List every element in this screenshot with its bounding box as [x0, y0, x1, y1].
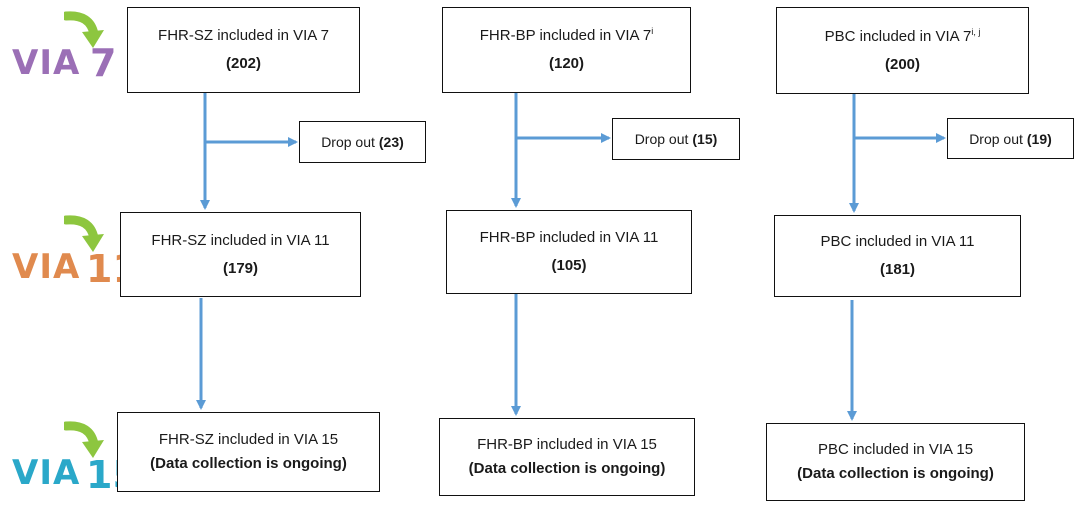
box-pbc-via15: PBC included in VIA 15 (Data collection … — [766, 423, 1025, 501]
box-title: FHR-SZ included in VIA 7 — [158, 27, 329, 44]
dropout-count: (23) — [378, 134, 404, 150]
dropout-label: Drop out — [634, 131, 689, 147]
box-pbc-via11: PBC included in VIA 11 (181) — [774, 215, 1021, 297]
box-fhr-bp-via11: FHR-BP included in VIA 11 (105) — [446, 210, 692, 294]
box-count: (179) — [222, 259, 259, 277]
box-superscript: i, j — [971, 26, 981, 37]
logo-text: VIA — [12, 453, 81, 493]
dropout-box-fhr-bp: Drop out(15) — [612, 118, 740, 160]
box-fhr-bp-via7: FHR-BP included in VIA 7i (120) — [442, 7, 691, 93]
box-pbc-via7: PBC included in VIA 7i, j (200) — [776, 7, 1029, 94]
dropout-box-pbc: Drop out(19) — [947, 118, 1074, 159]
logo-text: VIA — [12, 43, 81, 83]
logo-number: 7 — [90, 41, 117, 85]
box-count: (202) — [225, 55, 262, 72]
box-title: PBC included in VIA 11 — [820, 233, 975, 250]
box-note: (Data collection is ongoing) — [150, 455, 347, 472]
dropout-label: Drop out — [321, 134, 375, 150]
dropout-box-fhr-sz: Drop out(23) — [299, 121, 426, 163]
dropout-count: (15) — [692, 131, 718, 147]
box-title: FHR-BP included in VIA 11 — [479, 229, 659, 246]
via7-logo: VIA 7 — [6, 8, 126, 88]
box-title: FHR-BP included in VIA 15 — [477, 436, 657, 453]
box-fhr-sz-via7: FHR-SZ included in VIA 7 (202) — [127, 7, 360, 93]
curved-arrow-icon — [64, 215, 104, 252]
box-note: (Data collection is ongoing) — [468, 460, 666, 477]
box-count: (200) — [884, 55, 921, 73]
box-fhr-bp-via15: FHR-BP included in VIA 15 (Data collecti… — [439, 418, 695, 496]
box-fhr-sz-via15: FHR-SZ included in VIA 15 (Data collecti… — [117, 412, 380, 492]
dropout-label: Drop out — [969, 130, 1023, 147]
curved-arrow-icon — [64, 421, 104, 458]
logo-text: VIA — [12, 247, 81, 287]
box-title: FHR-SZ included in VIA 15 — [158, 431, 339, 448]
via11-logo: VIA 11 — [6, 212, 139, 292]
box-count: (105) — [551, 257, 587, 274]
box-title: FHR-SZ included in VIA 11 — [151, 231, 330, 249]
box-title: FHR-BP included in VIA 7 — [479, 27, 652, 44]
box-count: (120) — [548, 55, 585, 72]
box-fhr-sz-via11: FHR-SZ included in VIA 11 (179) — [120, 212, 361, 297]
dropout-count: (19) — [1026, 130, 1052, 147]
box-title: PBC included in VIA 7 — [824, 27, 972, 45]
via15-logo: VIA 15 — [6, 418, 139, 498]
box-count: (181) — [879, 261, 916, 278]
box-title: PBC included in VIA 15 — [817, 441, 974, 458]
box-superscript: i — [651, 26, 654, 36]
curved-arrow-icon — [64, 11, 104, 48]
box-note: (Data collection is ongoing) — [797, 465, 994, 482]
